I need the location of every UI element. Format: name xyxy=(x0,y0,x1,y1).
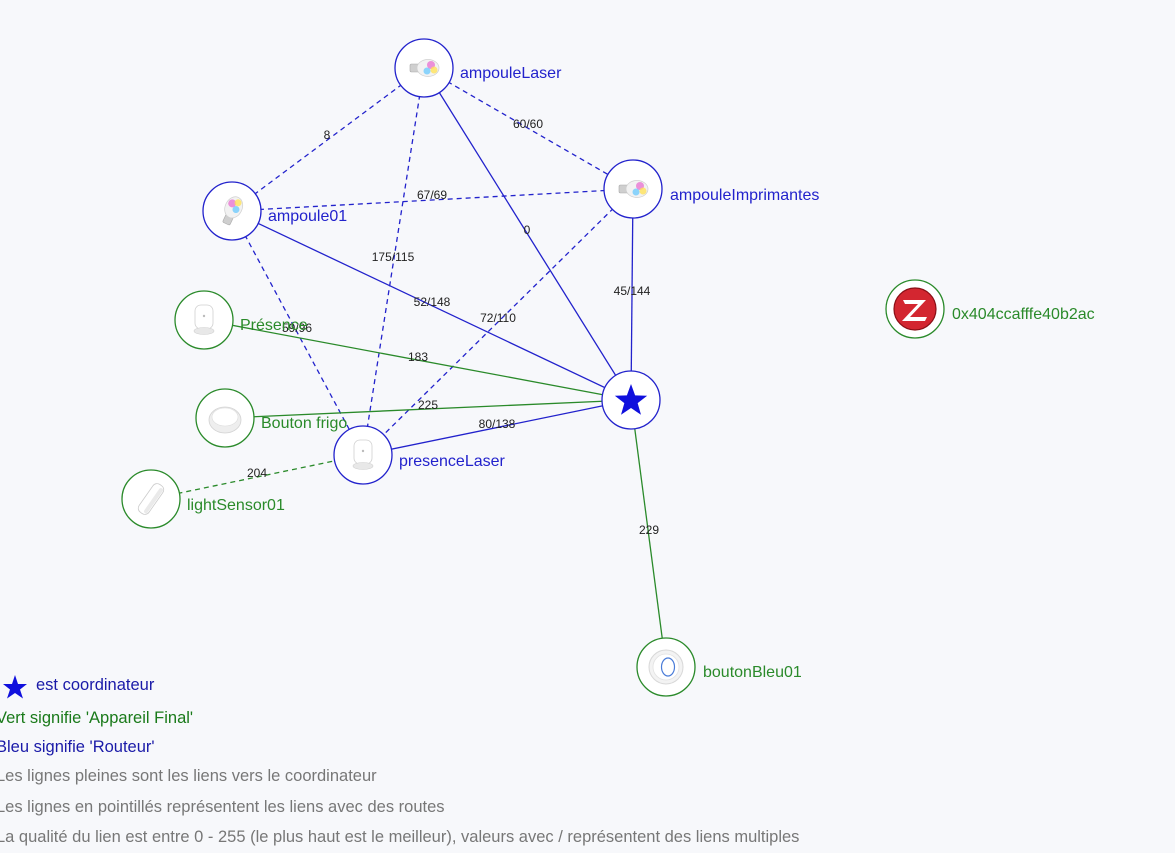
legend-coordinator: est coordinateur xyxy=(36,676,155,694)
link-label-lightSensor01-presenceLaser: 204 xyxy=(247,466,267,480)
legend-green-meaning: Vert signifie 'Appareil Final' xyxy=(0,709,194,727)
bulb-icon xyxy=(618,180,649,198)
link-boutonFrigo-coordinator xyxy=(224,399,632,419)
link-label-ampouleLaser-presenceLaser: 175/115 xyxy=(372,250,415,264)
node-label-ampouleImprimantes: ampouleImprimantes xyxy=(670,187,819,204)
motion-sensor-icon xyxy=(352,439,374,470)
legend-dashed-lines: Les lignes en pointillés représentent le… xyxy=(0,798,445,816)
nodes-layer: ampouleLaser ampoule01 ampouleImprimantesP… xyxy=(121,38,1095,697)
node-unknown[interactable]: 0x404ccafffe40b2ac xyxy=(885,279,1095,339)
link-label-ampoule01-coordinator: 52/148 xyxy=(414,295,451,309)
link-coordinator-boutonBleu01 xyxy=(630,399,667,668)
node-label-ampouleLaser: ampouleLaser xyxy=(460,65,562,82)
link-label-ampoule01-ampouleImprimantes: 67/69 xyxy=(417,188,447,202)
bulb-icon xyxy=(409,59,440,77)
legend-blue-meaning: Bleu signifie 'Routeur' xyxy=(0,738,155,756)
node-label-presence: Présence xyxy=(240,317,308,334)
link-ampoule01-ampouleImprimantes xyxy=(231,188,634,212)
link-label-presence-coordinator: 183 xyxy=(408,350,428,364)
link-label-ampoule01-presenceLaser: 59/96 xyxy=(282,321,312,335)
blue-button-icon xyxy=(648,649,684,685)
node-ampouleLaser[interactable]: ampouleLaser xyxy=(394,38,562,98)
link-label-presenceLaser-coordinator: 80/138 xyxy=(479,417,516,431)
node-ampoule01[interactable]: ampoule01 xyxy=(202,181,347,241)
node-label-presenceLaser: presenceLaser xyxy=(399,453,506,470)
node-boutonBleu01[interactable]: boutonBleu01 xyxy=(636,637,802,697)
link-label-coordinator-boutonBleu01: 229 xyxy=(639,523,659,537)
legend-link-quality: La qualité du lien est entre 0 - 255 (le… xyxy=(0,828,800,846)
legend-solid-lines: Les lignes pleines sont les liens vers l… xyxy=(0,767,377,785)
motion-sensor-icon xyxy=(193,304,215,335)
link-label-ampouleLaser-ampoule01: 8 xyxy=(324,128,331,142)
link-presence-coordinator xyxy=(203,319,632,401)
node-boutonFrigo[interactable]: Bouton frigo xyxy=(195,388,347,448)
link-ampoule01-presenceLaser xyxy=(231,210,364,456)
link-ampouleLaser-coordinator xyxy=(423,67,632,401)
node-presence[interactable]: Présence xyxy=(174,290,308,350)
round-button-icon xyxy=(208,406,242,434)
link-labels-layer: 8 60/60 67/69 0 175/115 45/144 52/148 72/110 59/… xyxy=(247,117,659,537)
node-label-unknown: 0x404ccafffe40b2ac xyxy=(952,306,1095,323)
link-ampouleImprimantes-presenceLaser xyxy=(362,188,634,456)
node-label-boutonFrigo: Bouton frigo xyxy=(261,415,347,432)
links-layer xyxy=(150,67,667,668)
link-label-ampouleLaser-coordinator: 0 xyxy=(524,223,531,237)
node-presenceLaser[interactable]: presenceLaser xyxy=(333,425,506,485)
node-label-boutonBleu01: boutonBleu01 xyxy=(703,664,802,681)
link-label-boutonFrigo-coordinator: 225 xyxy=(418,398,438,412)
coordinator-star-icon xyxy=(614,384,648,415)
link-label-ampouleLaser-ampouleImprimantes: 60/60 xyxy=(513,117,543,131)
link-ampoule01-coordinator xyxy=(231,210,632,401)
node-coordinator[interactable] xyxy=(601,370,661,430)
link-ampouleLaser-ampouleImprimantes xyxy=(423,67,634,190)
node-ampouleImprimantes[interactable]: ampouleImprimantes xyxy=(603,159,819,219)
link-ampouleLaser-ampoule01 xyxy=(231,67,425,212)
node-label-lightSensor01: lightSensor01 xyxy=(187,497,285,514)
bulb-icon xyxy=(222,196,244,226)
light-sensor-icon xyxy=(137,483,165,515)
coordinator-star-icon xyxy=(3,675,27,699)
node-label-ampoule01: ampoule01 xyxy=(268,208,347,225)
link-presenceLaser-coordinator xyxy=(362,399,632,456)
zigbee-logo-icon xyxy=(893,287,937,331)
node-lightSensor01[interactable]: lightSensor01 xyxy=(121,469,285,529)
link-label-ampouleImprimantes-presenceLaser: 72/110 xyxy=(480,311,516,325)
link-ampouleImprimantes-coordinator xyxy=(630,188,634,401)
link-ampouleLaser-presenceLaser xyxy=(362,67,425,456)
link-label-ampouleImprimantes-coordinator: 45/144 xyxy=(614,284,651,298)
link-lightSensor01-presenceLaser xyxy=(150,454,364,500)
